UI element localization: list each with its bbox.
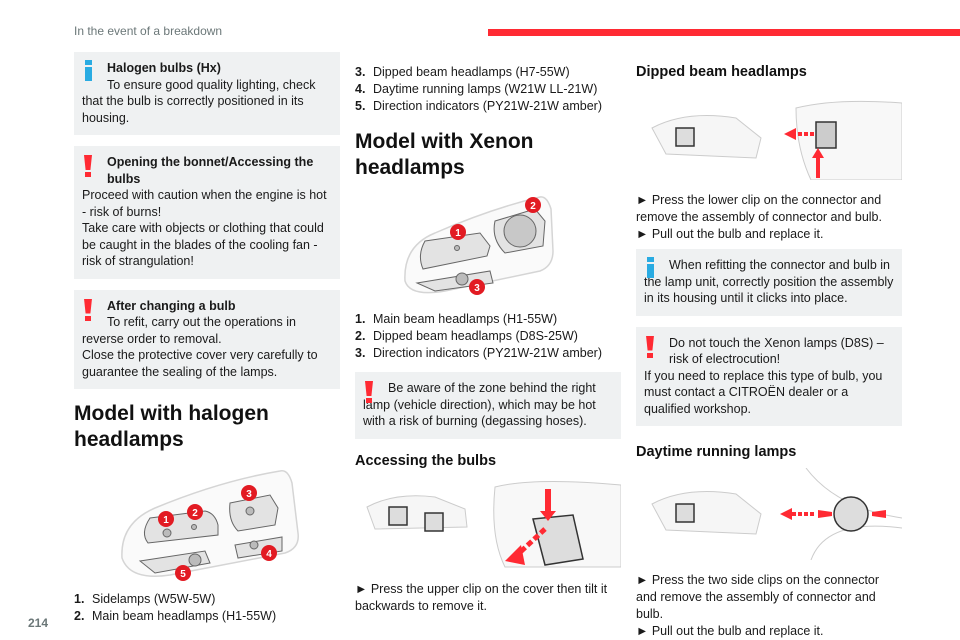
list-item: 3.Dipped beam headlamps (H7-55W) bbox=[355, 65, 570, 79]
header-accent-bar bbox=[488, 29, 960, 36]
callout-label: 3 bbox=[246, 489, 252, 500]
heading-dipped-beam: Dipped beam headlamps bbox=[636, 64, 807, 80]
note-text: If you need to replace this type of bulb… bbox=[644, 368, 883, 416]
halogen-bulb-list: 1.Sidelamps (W5W-5W) 2.Main beam headlam… bbox=[74, 591, 340, 625]
halogen-bulb-list-continued: 3.Dipped beam headlamps (H7-55W) 4.Dayti… bbox=[355, 64, 621, 115]
callout-4 bbox=[261, 545, 277, 561]
note-text: To refit, carry out the operations in re… bbox=[82, 315, 296, 346]
step-text: ► Press the two side clips on the connec… bbox=[636, 573, 880, 621]
callout-label: 2 bbox=[530, 201, 536, 212]
note-text: To ensure good quality lighting, check t… bbox=[82, 77, 316, 125]
callout-label: 4 bbox=[266, 549, 272, 560]
xenon-bulb-list: 1.Main beam headlamps (H1-55W) 2.Dipped … bbox=[355, 311, 621, 362]
list-item: 1.Sidelamps (W5W-5W) bbox=[74, 592, 216, 606]
callout-label: 3 bbox=[474, 283, 480, 294]
column-1: Halogen bulbs (Hx) To ensure good qualit… bbox=[74, 52, 340, 625]
step-text: ► Press the lower clip on the connector … bbox=[636, 193, 882, 224]
step-text: ► Pull out the bulb and replace it. bbox=[636, 624, 824, 638]
note-text: Take care with objects or clothing that … bbox=[82, 221, 324, 268]
warning-note-hot-zone: Be aware of the zone behind the right la… bbox=[355, 372, 621, 439]
list-item: 2.Dipped beam headlamps (D8S-25W) bbox=[355, 329, 578, 343]
heading-halogen-model: Model with halogen headlamps bbox=[74, 402, 269, 451]
section-title: In the event of a breakdown bbox=[74, 24, 223, 38]
step-text: ► Press the upper clip on the cover then… bbox=[355, 581, 608, 613]
callout-label: 1 bbox=[455, 228, 461, 239]
info-icon bbox=[82, 60, 94, 84]
list-item: 4.Daytime running lamps (W21W LL-21W) bbox=[355, 82, 598, 96]
accessing-bulbs-diagram bbox=[355, 477, 621, 571]
note-title: Opening the bonnet/Accessing the bulbs bbox=[107, 155, 314, 186]
warning-icon bbox=[363, 380, 375, 404]
heading-xenon-model: Model with Xenon headlamps bbox=[355, 130, 534, 179]
warning-icon bbox=[644, 335, 656, 359]
warning-note-after-change: After changing a bulb To refit, carry ou… bbox=[74, 289, 340, 389]
note-text: Do not touch the Xenon lamps (D8S) – ris… bbox=[669, 335, 884, 367]
halogen-headlamp-diagram: 1 2 3 4 5 bbox=[110, 463, 340, 585]
callout-5 bbox=[175, 565, 191, 581]
note-text: Close the protective cover very carefull… bbox=[82, 348, 318, 379]
callout-2 bbox=[187, 504, 203, 520]
info-icon bbox=[644, 257, 656, 281]
info-note-refitting: When refitting the connector and bulb in… bbox=[636, 249, 902, 316]
warning-icon bbox=[82, 154, 94, 178]
list-item: 2.Main beam headlamps (H1-55W) bbox=[74, 609, 277, 623]
callout-label: 1 bbox=[163, 515, 169, 526]
warning-note-bonnet: Opening the bonnet/Accessing the bulbs P… bbox=[74, 146, 340, 279]
heading-accessing-bulbs: Accessing the bulbs bbox=[355, 452, 497, 469]
xenon-headlamp-diagram: 1 2 3 bbox=[395, 191, 621, 301]
info-note-halogen: Halogen bulbs (Hx) To ensure good qualit… bbox=[74, 52, 340, 135]
warning-icon bbox=[82, 298, 94, 322]
column-2: 3.Dipped beam headlamps (H7-55W) 4.Dayti… bbox=[355, 64, 621, 615]
dipped-beam-diagram bbox=[636, 88, 902, 180]
callout-label: 2 bbox=[192, 508, 198, 519]
list-item: 1.Main beam headlamps (H1-55W) bbox=[355, 312, 558, 326]
note-title: After changing a bulb bbox=[107, 298, 236, 313]
heading-daytime-running-lamps: Daytime running lamps bbox=[636, 444, 797, 460]
callout-3 bbox=[241, 485, 257, 501]
callout-1 bbox=[158, 511, 174, 527]
note-text: Proceed with caution when the engine is … bbox=[82, 188, 327, 219]
warning-note-xenon: Do not touch the Xenon lamps (D8S) – ris… bbox=[636, 326, 902, 426]
list-item: 3.Direction indicators (PY21W-21W amber) bbox=[355, 346, 603, 360]
daytime-running-lamps-diagram bbox=[636, 468, 902, 560]
callout-label: 5 bbox=[180, 569, 186, 580]
column-3: Dipped beam headlamps ► Press the lower … bbox=[636, 58, 902, 640]
page-number: 214 bbox=[28, 616, 49, 630]
note-text: When refitting the connector and bulb in… bbox=[644, 258, 894, 305]
note-text: Be aware of the zone behind the right la… bbox=[363, 381, 596, 428]
note-title: Halogen bulbs (Hx) bbox=[107, 61, 221, 75]
step-text: ► Pull out the bulb and replace it. bbox=[636, 227, 824, 241]
list-item: 5.Direction indicators (PY21W-21W amber) bbox=[355, 99, 603, 113]
